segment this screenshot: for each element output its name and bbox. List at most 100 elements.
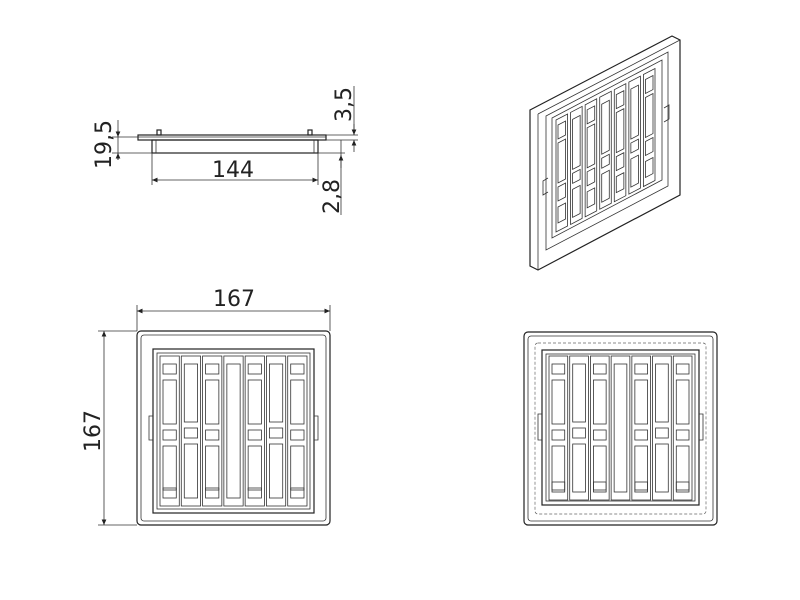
grille-cell bbox=[655, 443, 669, 493]
grille-bar bbox=[244, 355, 265, 507]
back-view bbox=[523, 331, 718, 526]
isometric-cell bbox=[615, 90, 625, 110]
dim-label-19-5: 19,5 bbox=[92, 120, 117, 169]
grille-cell bbox=[162, 487, 177, 499]
grille-cell bbox=[593, 429, 607, 441]
grille-cell bbox=[613, 363, 628, 493]
isometric-cell bbox=[557, 182, 566, 202]
isometric-bar bbox=[555, 113, 568, 233]
grille-cell bbox=[183, 443, 198, 499]
grille-cell bbox=[247, 379, 262, 425]
grille-cell bbox=[290, 487, 305, 499]
grille-cell bbox=[675, 481, 690, 493]
isometric-cell bbox=[645, 92, 654, 139]
grille-bar bbox=[180, 355, 201, 507]
grille-cell bbox=[572, 363, 586, 423]
isometric-cell bbox=[601, 153, 610, 169]
dim-label-144: 144 bbox=[212, 158, 254, 183]
isometric-view bbox=[529, 35, 681, 271]
grille-cell bbox=[634, 481, 648, 493]
grille-bar bbox=[202, 355, 223, 507]
grille-bar bbox=[569, 355, 589, 501]
grille-bar bbox=[631, 355, 651, 501]
grille-cell bbox=[634, 379, 648, 425]
isometric-cell bbox=[615, 172, 625, 194]
grille-cell bbox=[551, 379, 566, 425]
grille-cell bbox=[634, 363, 648, 375]
isometric-grille bbox=[555, 67, 656, 233]
grille-cell bbox=[269, 443, 284, 499]
isometric-bar bbox=[628, 75, 641, 195]
grille-bar bbox=[672, 355, 693, 501]
grille-bar bbox=[223, 355, 244, 507]
front-grille bbox=[159, 355, 308, 507]
isometric-cell bbox=[586, 123, 596, 169]
grille-bar bbox=[610, 355, 631, 501]
grille-cell bbox=[593, 481, 607, 493]
grille-cell bbox=[572, 427, 586, 439]
grille-cell bbox=[205, 429, 220, 441]
grille-cell bbox=[162, 363, 177, 375]
grille-cell bbox=[247, 487, 262, 499]
isometric-cell bbox=[630, 138, 639, 154]
grille-cell bbox=[551, 363, 566, 375]
grille-cell bbox=[205, 487, 220, 499]
isometric-cell bbox=[557, 138, 566, 184]
grille-cell bbox=[205, 363, 220, 375]
grille-cell bbox=[593, 379, 607, 425]
isometric-cell bbox=[601, 99, 610, 155]
grille-cell bbox=[593, 445, 607, 491]
dim-side-height: 19,5 bbox=[92, 120, 152, 169]
grille-bar bbox=[287, 355, 308, 507]
isometric-cell bbox=[645, 74, 654, 95]
dim-offset: 2,8 bbox=[318, 140, 345, 215]
grille-cell bbox=[655, 363, 669, 423]
back-grille bbox=[548, 355, 693, 501]
isometric-cell bbox=[630, 154, 639, 188]
dim-flange: 3,5 bbox=[326, 86, 358, 152]
front-view bbox=[136, 330, 331, 526]
isometric-bar bbox=[643, 67, 656, 188]
grille-cell bbox=[226, 363, 241, 499]
dim-label-167-height: 167 bbox=[81, 410, 106, 452]
grille-cell bbox=[675, 363, 690, 375]
isometric-cell bbox=[557, 120, 566, 140]
grille-cell bbox=[675, 445, 690, 491]
isometric-cell bbox=[586, 167, 596, 187]
isometric-cell bbox=[557, 202, 566, 224]
isometric-cell bbox=[645, 136, 654, 157]
isometric-bar bbox=[570, 105, 583, 226]
isometric-cell bbox=[645, 156, 654, 179]
dim-side-width: 144 bbox=[151, 153, 319, 185]
isometric-bar bbox=[599, 90, 612, 210]
dim-label-2-8: 2,8 bbox=[320, 179, 345, 214]
dim-label-3-5: 3,5 bbox=[332, 87, 357, 122]
grille-cell bbox=[162, 379, 177, 425]
isometric-cell bbox=[615, 152, 625, 172]
grille-cell bbox=[247, 429, 262, 441]
dim-front-height: 167 bbox=[81, 330, 137, 526]
grille-cell bbox=[205, 379, 220, 425]
isometric-bar bbox=[613, 83, 627, 203]
grille-cell bbox=[290, 379, 305, 425]
grille-cell bbox=[551, 445, 566, 491]
dim-front-width: 167 bbox=[136, 287, 331, 331]
isometric-cell bbox=[572, 184, 581, 219]
grille-cell bbox=[290, 429, 305, 441]
grille-bar bbox=[159, 355, 180, 507]
isometric-cell bbox=[586, 105, 596, 125]
isometric-cell bbox=[630, 84, 639, 140]
grille-cell bbox=[269, 427, 284, 439]
grille-cell bbox=[655, 427, 669, 439]
grille-cell bbox=[290, 445, 305, 491]
side-view bbox=[137, 129, 327, 154]
grille-cell bbox=[551, 429, 566, 441]
grille-cell bbox=[593, 363, 607, 375]
grille-cell bbox=[634, 429, 648, 441]
isometric-cell bbox=[601, 169, 610, 203]
grille-cell bbox=[675, 379, 690, 425]
grille-cell bbox=[205, 445, 220, 491]
grille-cell bbox=[247, 363, 262, 375]
dim-label-167-width: 167 bbox=[213, 287, 255, 312]
grille-cell bbox=[247, 445, 262, 491]
